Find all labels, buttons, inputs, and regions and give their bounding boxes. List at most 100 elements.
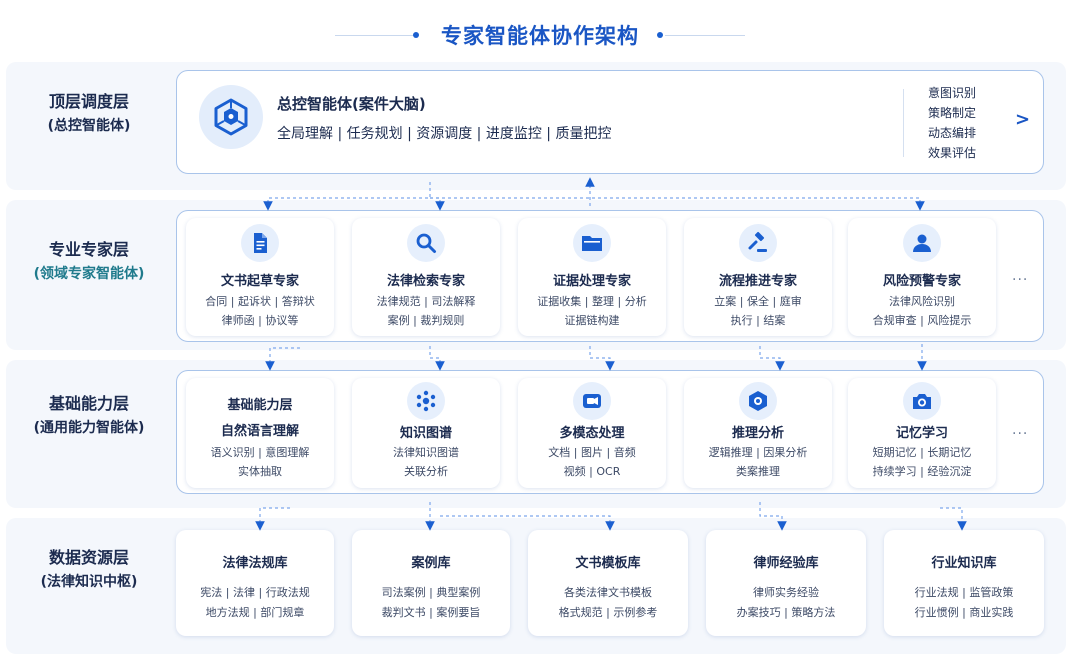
card-line: 文档 | 图片 | 音频 <box>548 446 636 459</box>
card-line: 行业惯例 | 商业实践 <box>914 606 1014 619</box>
card-line: 行业法规 | 监管政策 <box>914 586 1014 599</box>
card-line: 宪法 | 法律 | 行政法规 <box>200 586 310 599</box>
card-title: 法律检索专家 <box>386 274 465 289</box>
card-line: 视频 | OCR <box>563 465 621 478</box>
ability-card-nlu[interactable]: 基础能力层 自然语言理解 语义识别 | 意图理解 实体抽取 <box>186 378 334 488</box>
title-dot-left <box>413 32 419 38</box>
card-line: 法律知识图谱 <box>393 446 459 459</box>
magnifier-icon <box>407 224 445 262</box>
layer-subtitle: (通用能力智能体) <box>33 420 145 436</box>
connector-line <box>255 507 290 531</box>
ability-card-graph[interactable]: 知识图谱 法律知识图谱 关联分析 <box>352 378 500 488</box>
cube-network-icon <box>199 85 263 149</box>
card-line: 裁判文书 | 案例要旨 <box>381 606 481 619</box>
card-title: 文书模板库 <box>575 556 641 571</box>
card-line: 立案 | 保全 | 庭审 <box>714 295 802 308</box>
side-item: 意图识别 <box>927 86 976 100</box>
card-line: 逻辑推理 | 因果分析 <box>708 446 808 459</box>
card-line: 执行 | 结案 <box>730 314 786 327</box>
layer-label-data: 数据资源层 (法律知识中枢) <box>6 546 172 594</box>
title-divider-right <box>665 35 745 36</box>
card-line: 合规审查 | 风险提示 <box>872 314 972 327</box>
card-title: 证据处理专家 <box>552 274 631 289</box>
connector-line <box>440 515 615 531</box>
card-line: 证据收集 | 整理 | 分析 <box>537 295 647 308</box>
card-title: 案例库 <box>411 556 451 571</box>
card-line: 证据链构建 <box>564 314 620 327</box>
card-line: 实体抽取 <box>238 465 282 478</box>
layer-subtitle: (领域专家智能体) <box>33 266 145 282</box>
person-icon <box>903 224 941 262</box>
expert-card-process[interactable]: 流程推进专家 立案 | 保全 | 庭审 执行 | 结案 <box>684 218 832 336</box>
ability-more-indicator: ... <box>1012 422 1029 438</box>
layer-name: 顶层调度层 <box>48 92 129 111</box>
database-card-templates[interactable]: 文书模板库 各类法律文书模板 格式规范 | 示例参考 <box>528 530 688 636</box>
ability-card-multimodal[interactable]: 多模态处理 文档 | 图片 | 音频 视频 | OCR <box>518 378 666 488</box>
card-line: 律师函 | 协议等 <box>221 314 299 327</box>
card-line: 法律规范 | 司法解释 <box>376 295 476 308</box>
card-title: 推理分析 <box>731 426 784 441</box>
card-line: 律师实务经验 <box>753 586 819 599</box>
card-line: 格式规范 | 示例参考 <box>558 606 658 619</box>
layer-label-base: 基础能力层 (通用能力智能体) <box>6 392 172 440</box>
card-line: 地方法规 | 部门规章 <box>205 606 305 619</box>
connector-line <box>430 197 925 211</box>
media-icon <box>573 382 611 420</box>
card-line: 语义识别 | 意图理解 <box>210 446 310 459</box>
card-title: 律师经验库 <box>753 556 819 571</box>
connector-line <box>265 347 300 371</box>
chevron-right-icon[interactable]: > <box>1015 109 1031 130</box>
graph-nodes-icon <box>407 382 445 420</box>
card-line: 类案推理 <box>736 465 780 478</box>
card-line: 法律风险识别 <box>889 295 955 308</box>
reasoning-icon <box>739 382 777 420</box>
database-card-experience[interactable]: 律师经验库 律师实务经验 办案技巧 | 策略方法 <box>706 530 866 636</box>
card-line: 关联分析 <box>404 465 448 478</box>
folder-icon <box>573 224 611 262</box>
card-title: 行业知识库 <box>931 556 997 571</box>
card-title: 文书起草专家 <box>220 274 299 289</box>
database-card-industry[interactable]: 行业知识库 行业法规 | 监管政策 行业惯例 | 商业实践 <box>884 530 1044 636</box>
layer-name: 基础能力层 <box>48 394 129 413</box>
card-title: 流程推进专家 <box>718 274 797 289</box>
layer-subtitle: (法律知识中枢) <box>40 574 138 590</box>
gavel-icon <box>739 224 777 262</box>
title-divider-left <box>335 35 415 36</box>
card-title: 法律法规库 <box>222 556 288 571</box>
expert-card-evidence[interactable]: 证据处理专家 证据收集 | 整理 | 分析 证据链构建 <box>518 218 666 336</box>
card-line: 办案技巧 | 策略方法 <box>736 606 836 619</box>
card-line: 合同 | 起诉状 | 答辩状 <box>205 295 315 308</box>
card-line: 短期记忆 | 长期记忆 <box>872 446 972 459</box>
controller-card[interactable]: 总控智能体(案件大脑) 全局理解 | 任务规划 | 资源调度 | 进度监控 | … <box>176 70 1044 174</box>
card-title: 多模态处理 <box>559 426 625 441</box>
layer-name: 专业专家层 <box>48 240 129 259</box>
card-title: 记忆学习 <box>895 426 948 441</box>
connector-line <box>940 507 967 531</box>
layer-subtitle: (总控智能体) <box>47 118 131 134</box>
connector-line <box>430 197 445 211</box>
layer-label-top: 顶层调度层 (总控智能体) <box>6 90 172 138</box>
side-item: 效果评估 <box>927 146 976 160</box>
controller-side-list: 意图识别 策略制定 动态编排 效果评估 <box>919 83 985 163</box>
ability-card-memory[interactable]: 记忆学习 短期记忆 | 长期记忆 持续学习 | 经验沉淀 <box>848 378 996 488</box>
card-title: 基础能力层 <box>227 398 293 413</box>
page-title: 专家智能体协作架构 <box>441 24 639 48</box>
card-line: 各类法律文书模板 <box>564 586 652 599</box>
card-title: 知识图谱 <box>399 426 452 441</box>
document-icon <box>241 224 279 262</box>
connector-line <box>759 502 787 531</box>
expert-card-drafting[interactable]: 文书起草专家 合同 | 起诉状 | 答辩状 律师函 | 协议等 <box>186 218 334 336</box>
side-item: 策略制定 <box>927 106 976 120</box>
controller-divider <box>903 89 904 157</box>
expert-more-indicator: ... <box>1012 268 1029 284</box>
database-card-laws[interactable]: 法律法规库 宪法 | 法律 | 行政法规 地方法规 | 部门规章 <box>176 530 334 636</box>
layer-name: 数据资源层 <box>48 548 129 567</box>
expert-card-risk[interactable]: 风险预警专家 法律风险识别 合规审查 | 风险提示 <box>848 218 996 336</box>
expert-card-search[interactable]: 法律检索专家 法律规范 | 司法解释 案例 | 裁判规则 <box>352 218 500 336</box>
connector-line <box>429 346 445 371</box>
ability-card-reasoning[interactable]: 推理分析 逻辑推理 | 因果分析 类案推理 <box>684 378 832 488</box>
database-card-cases[interactable]: 案例库 司法案例 | 典型案例 裁判文书 | 案例要旨 <box>352 530 510 636</box>
card-subtitle: 自然语言理解 <box>220 424 299 439</box>
controller-description: 全局理解 | 任务规划 | 资源调度 | 进度监控 | 质量把控 <box>277 126 612 142</box>
